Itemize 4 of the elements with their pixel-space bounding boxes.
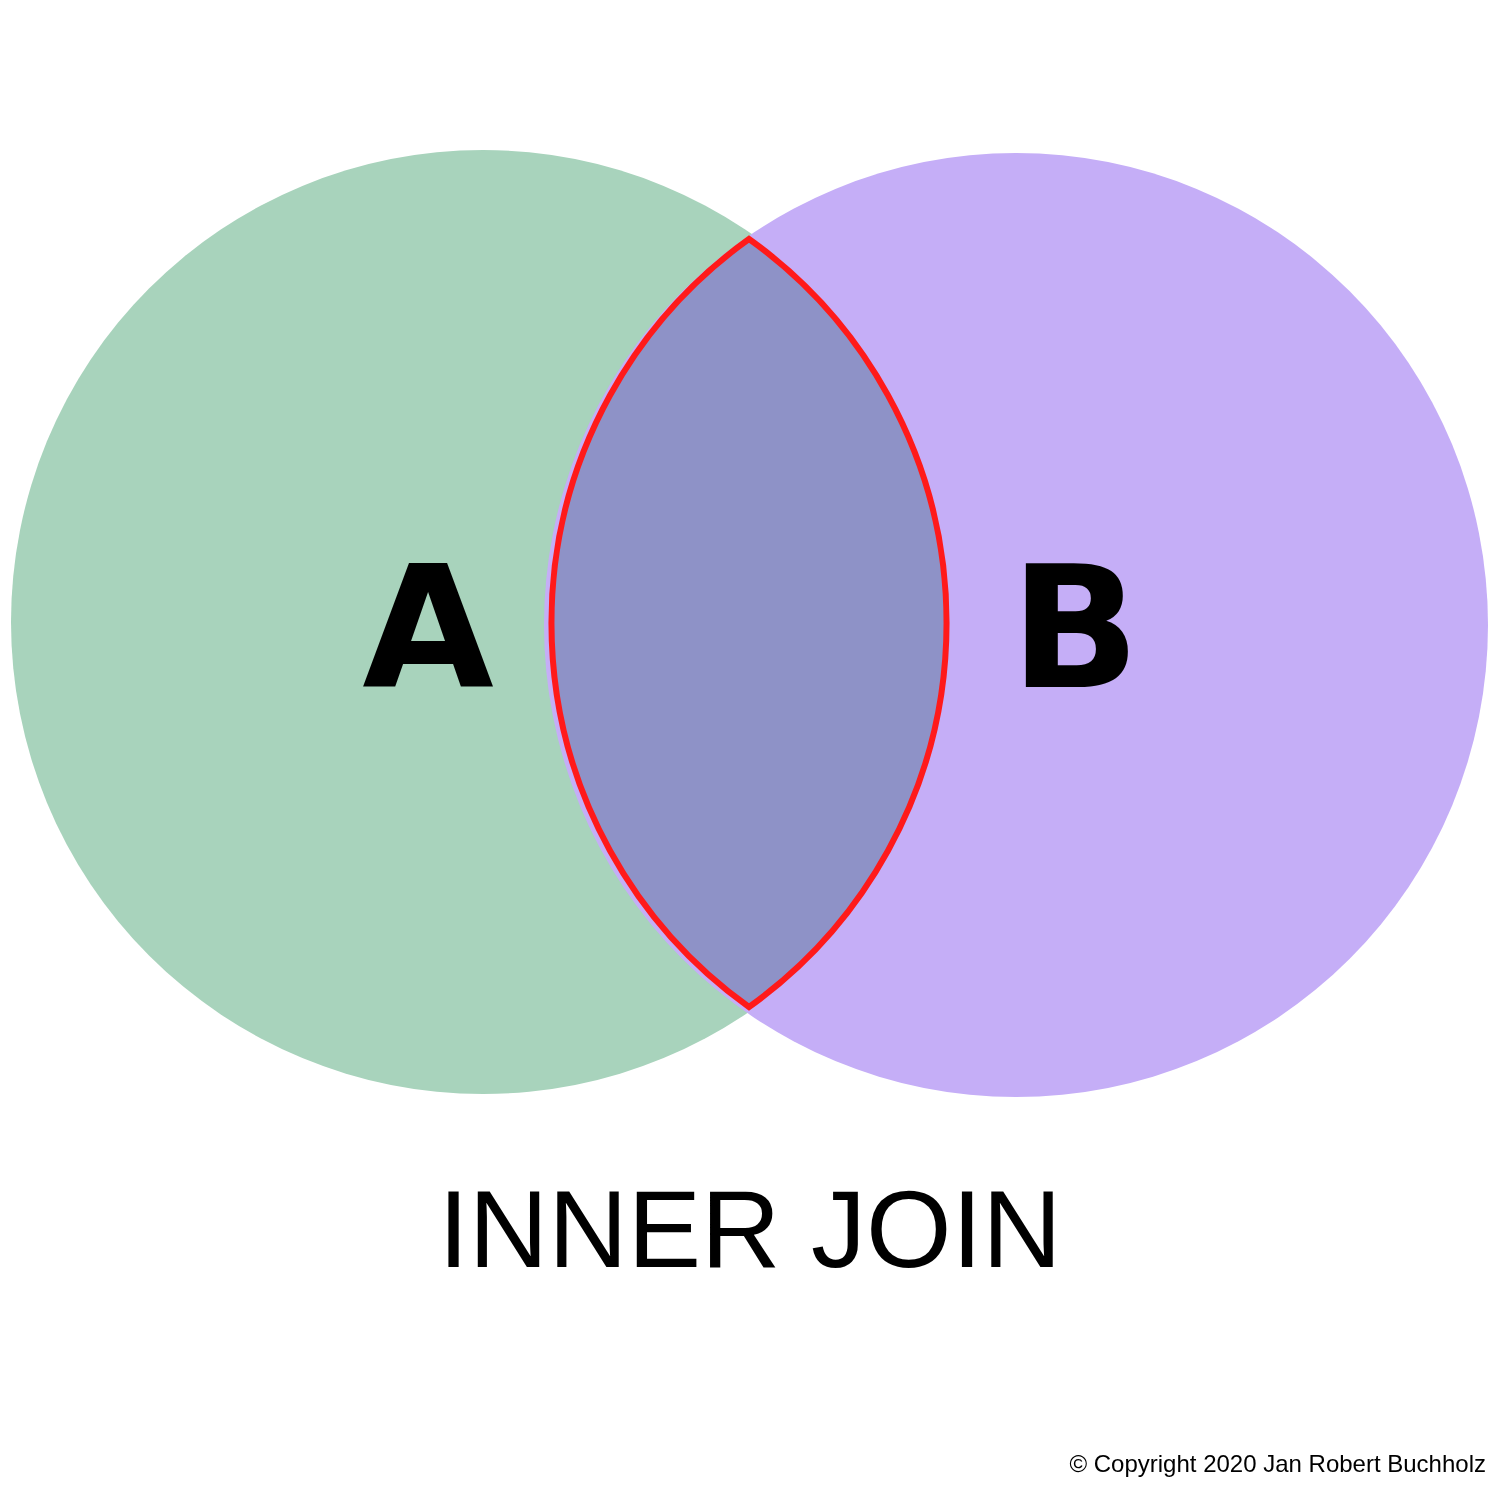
set-label: A bbox=[362, 543, 494, 713]
caption: INNER JOIN bbox=[438, 1167, 1062, 1290]
set-label: B bbox=[1010, 543, 1140, 713]
copyright-note: © Copyright 2020 Jan Robert Buchholz bbox=[1069, 1450, 1486, 1478]
